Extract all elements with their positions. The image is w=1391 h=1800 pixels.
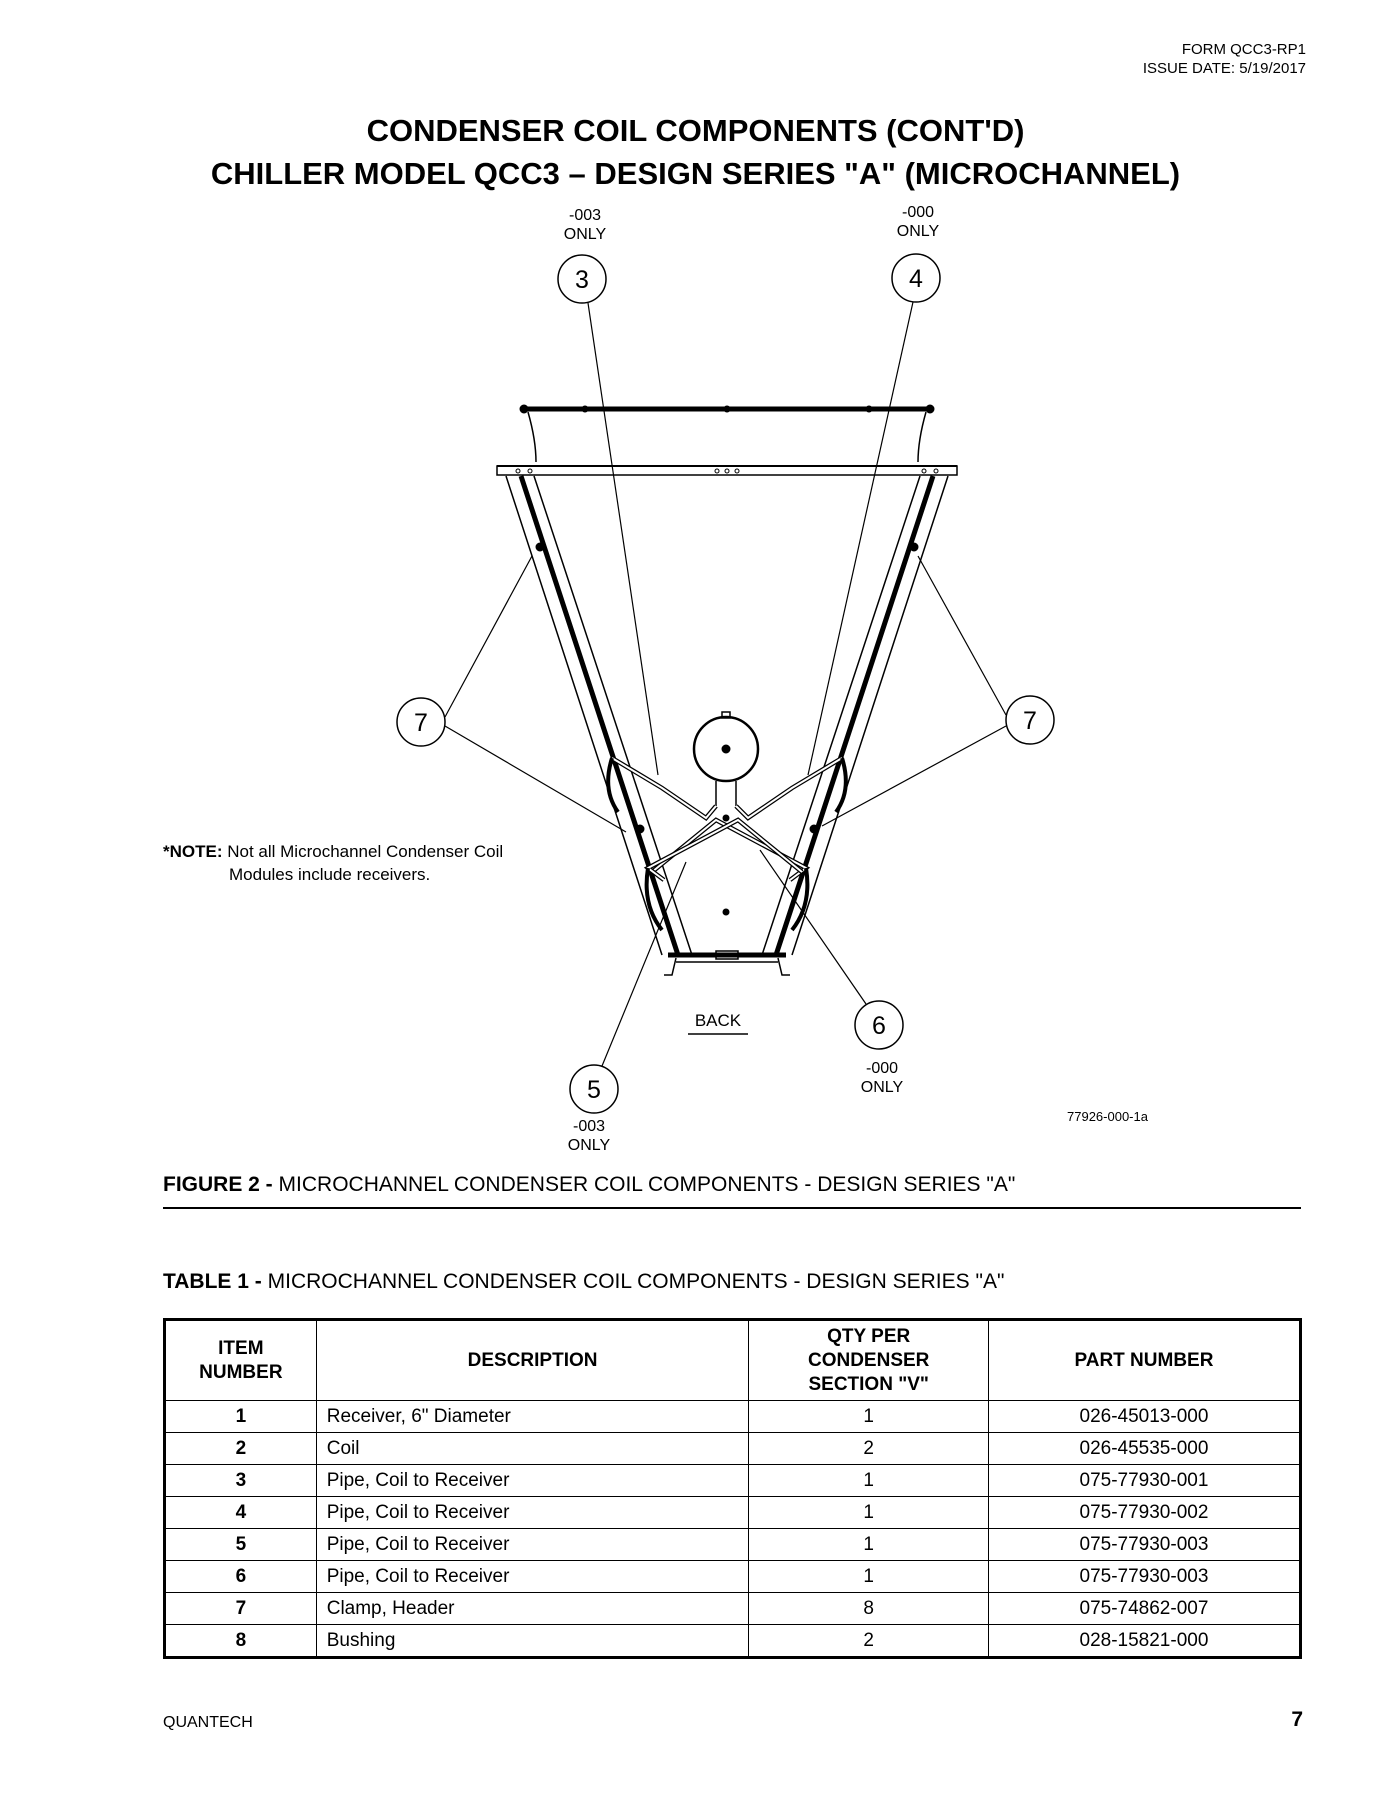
form-header: FORM QCC3-RP1 ISSUE DATE: 5/19/2017 — [1143, 40, 1306, 78]
callout-4-number: 4 — [909, 265, 923, 293]
header-item-number: ITEM NUMBER — [164, 1319, 317, 1401]
header-description: DESCRIPTION — [315, 1319, 750, 1401]
callout-7-right-number: 7 — [1023, 707, 1037, 735]
quantity: 1 — [748, 1496, 989, 1529]
callout-7-left-number: 7 — [414, 709, 428, 737]
note-text-1: Not all Microchannel Condenser Coil — [227, 842, 504, 861]
description: Pipe, Coil to Receiver — [315, 1464, 750, 1497]
table-caption-label: TABLE 1 - — [163, 1270, 262, 1293]
callout-4-note-2: ONLY — [897, 223, 940, 240]
table-row: 6 Pipe, Coil to Receiver 1 075-77930-003 — [164, 1560, 1302, 1593]
table-caption-text: MICROCHANNEL CONDENSER COIL COMPONENTS -… — [267, 1270, 1005, 1293]
callout-7-right-circle — [1005, 695, 1055, 745]
description: Bushing — [315, 1624, 750, 1658]
item-number: 7 — [164, 1592, 317, 1625]
callout-5-note-1: -003 — [573, 1118, 605, 1135]
description: Receiver, 6" Diameter — [315, 1400, 750, 1433]
item-number: 1 — [164, 1400, 317, 1433]
description: Pipe, Coil to Receiver — [315, 1560, 750, 1593]
part-number: 075-77930-003 — [987, 1528, 1302, 1561]
description: Clamp, Header — [315, 1592, 750, 1625]
part-number: 075-74862-007 — [987, 1592, 1302, 1625]
form-number: FORM QCC3-RP1 — [1181, 41, 1306, 58]
item-number: 2 — [164, 1432, 317, 1465]
part-number: 026-45535-000 — [987, 1432, 1302, 1465]
page-number: 7 — [1291, 1708, 1303, 1731]
figure-caption-text: MICROCHANNEL CONDENSER COIL COMPONENTS -… — [278, 1173, 1016, 1196]
note-label: *NOTE: — [163, 842, 223, 861]
page-title: CONDENSER COIL COMPONENTS (CONT'D) — [366, 113, 1025, 148]
callout-5-note-2: ONLY — [568, 1137, 611, 1154]
quantity: 1 — [748, 1560, 989, 1593]
table-row: 7 Clamp, Header 8 075-74862-007 — [164, 1592, 1302, 1625]
description: Coil — [315, 1432, 750, 1465]
back-label: BACK — [695, 1011, 742, 1030]
callout-6-note-2: ONLY — [861, 1079, 904, 1096]
item-number: 4 — [164, 1496, 317, 1529]
parts-table: ITEM NUMBER DESCRIPTION QTY PER CONDENSE… — [163, 1318, 1302, 1659]
quantity: 1 — [748, 1528, 989, 1561]
quantity: 2 — [748, 1624, 989, 1658]
figure-caption: FIGURE 2 - MICROCHANNEL CONDENSER COIL C… — [163, 1173, 1015, 1197]
figure-caption-label: FIGURE 2 - — [163, 1173, 273, 1196]
callout-4-circle — [891, 253, 941, 303]
part-number: 026-45013-000 — [987, 1400, 1302, 1433]
callout-3-note-1: -003 — [569, 207, 601, 224]
part-number: 075-77930-001 — [987, 1464, 1302, 1497]
item-number: 5 — [164, 1528, 317, 1561]
callout-6-note-1: -000 — [866, 1060, 898, 1077]
table-row: 5 Pipe, Coil to Receiver 1 075-77930-003 — [164, 1528, 1302, 1561]
quantity: 1 — [748, 1400, 989, 1433]
table-row: 4 Pipe, Coil to Receiver 1 075-77930-002 — [164, 1496, 1302, 1529]
table-caption: TABLE 1 - MICROCHANNEL CONDENSER COIL CO… — [163, 1270, 1004, 1294]
callout-6-number: 6 — [872, 1012, 886, 1040]
header-qty: QTY PER CONDENSER SECTION "V" — [748, 1319, 989, 1401]
callout-5-number: 5 — [587, 1076, 601, 1104]
drawing-number: 77926-000-1a — [1067, 1109, 1149, 1124]
callout-3-number: 3 — [575, 266, 589, 294]
issue-date: ISSUE DATE: 5/19/2017 — [1142, 60, 1306, 77]
item-number: 6 — [164, 1560, 317, 1593]
quantity: 2 — [748, 1432, 989, 1465]
part-number: 075-77930-002 — [987, 1496, 1302, 1529]
caption-rule — [163, 1207, 1301, 1209]
condenser-coil-drawing: -003 ONLY -000 ONLY -000 ONLY -003 ONLY … — [396, 204, 1149, 1154]
callout-7-left-circle — [396, 697, 446, 747]
page-subtitle: CHILLER MODEL QCC3 – DESIGN SERIES "A" (… — [210, 156, 1181, 191]
part-number: 075-77930-003 — [987, 1560, 1302, 1593]
description: Pipe, Coil to Receiver — [315, 1528, 750, 1561]
callout-3-note-2: ONLY — [564, 226, 607, 243]
description: Pipe, Coil to Receiver — [315, 1496, 750, 1529]
callout-3-circle — [557, 254, 607, 304]
table-row: 1 Receiver, 6" Diameter 1 026-45013-000 — [164, 1400, 1302, 1433]
item-number: 8 — [164, 1624, 317, 1658]
item-number: 3 — [164, 1464, 317, 1497]
callout-4-note-1: -000 — [902, 204, 934, 221]
header-part-number: PART NUMBER — [987, 1319, 1302, 1401]
callout-5-circle — [569, 1064, 619, 1114]
quantity: 1 — [748, 1464, 989, 1497]
part-number: 028-15821-000 — [987, 1624, 1302, 1658]
table-row: 3 Pipe, Coil to Receiver 1 075-77930-001 — [164, 1464, 1302, 1497]
table-header-row: ITEM NUMBER DESCRIPTION QTY PER CONDENSE… — [164, 1319, 1302, 1401]
footer-brand: QUANTECH — [163, 1714, 253, 1731]
callout-6-circle — [854, 1000, 904, 1050]
figure-note: *NOTE: Not all Microchannel Condenser Co… — [163, 840, 503, 886]
table-row: 2 Coil 2 026-45535-000 — [164, 1432, 1302, 1465]
quantity: 8 — [748, 1592, 989, 1625]
table-row: 8 Bushing 2 028-15821-000 — [164, 1624, 1302, 1658]
note-text-2: Modules include receivers. — [229, 865, 431, 884]
